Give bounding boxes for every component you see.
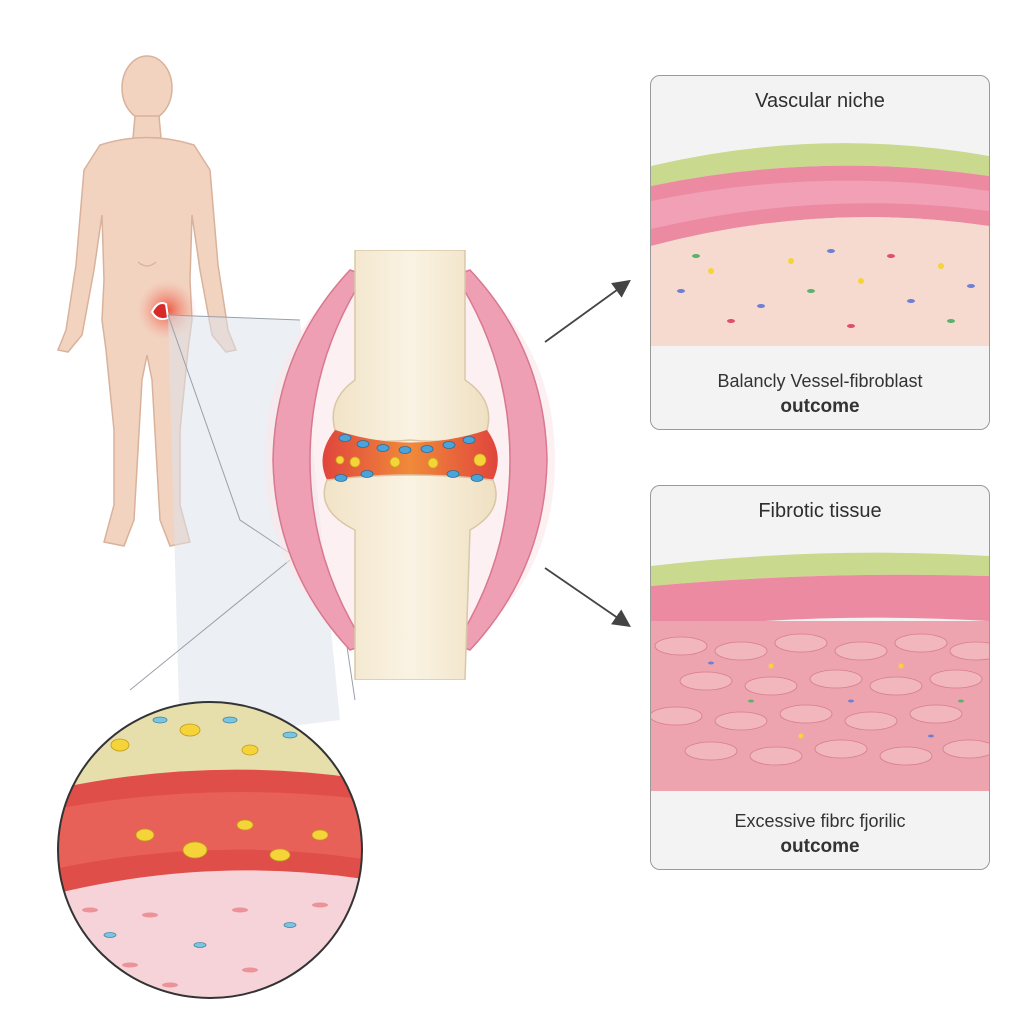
- fibrotic-caption-line2: outcome: [780, 836, 860, 857]
- panel-title-vascular: Vascular niche: [755, 90, 885, 112]
- fibrotic-tissue-illustration: [651, 551, 989, 796]
- arrow-to-vascular-niche: [544, 279, 631, 343]
- magnified-tissue-circle: [57, 701, 363, 999]
- vascular-niche-panel: Vascular niche Balancly Vessel-fibroblas…: [650, 75, 990, 430]
- arrow-to-fibrotic-tissue: [544, 567, 631, 628]
- fibrotic-caption: Excessive fibrc fjorilic outcome: [651, 808, 989, 860]
- vascular-caption-line2: outcome: [780, 396, 860, 417]
- joint-illustration: [265, 250, 555, 680]
- panel-title-fibrotic: Fibrotic tissue: [758, 500, 882, 522]
- fibrotic-caption-line1: Excessive fibrc fjorilic: [734, 811, 906, 831]
- fibrotic-tissue-panel: Fibrotic tissue: [650, 485, 990, 870]
- human-body-figure: [56, 55, 238, 547]
- vascular-tissue-illustration: [651, 131, 989, 351]
- vascular-caption-line1: Balancly Vessel-fibroblast: [717, 371, 923, 391]
- vascular-caption: Balancly Vessel-fibroblast outcome: [651, 368, 989, 420]
